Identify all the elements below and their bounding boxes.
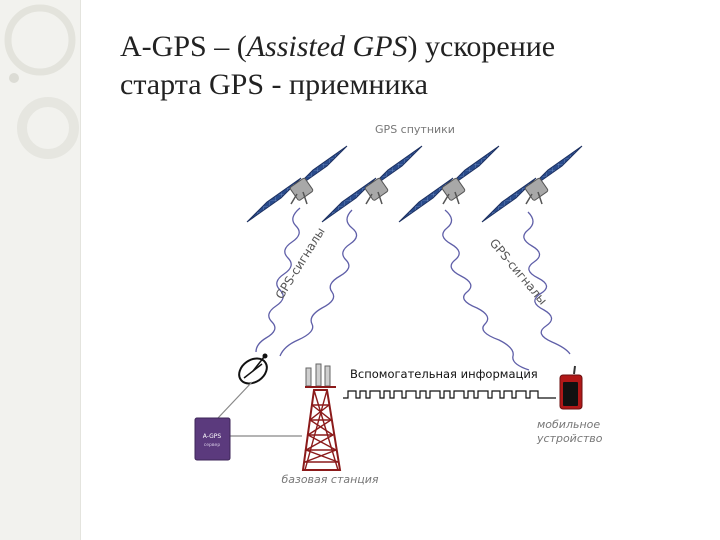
title-line-1: A-GPS – (Assisted GPS) ускорение (120, 28, 700, 66)
mobile-label-line1: мобильное (537, 418, 600, 431)
pulse-signal (343, 390, 556, 399)
server-label-line2: сервер (204, 443, 221, 448)
satellites-label: GPS спутники (375, 123, 455, 136)
base-station-label: базовая станция (281, 473, 378, 486)
satellite-icon (398, 145, 500, 223)
decorative-circles (4, 4, 79, 159)
base-station-tower-icon (301, 363, 342, 471)
gps-signal-wave (255, 207, 301, 353)
gps-signal-wave (523, 211, 571, 355)
satellite-dish-icon (238, 353, 268, 385)
gps-signal-wave (442, 209, 530, 371)
mobile-label-line2: устройство (536, 432, 603, 445)
title-prefix: A-GPS – ( (120, 30, 247, 63)
server-label-line1: A-GPS (203, 433, 222, 440)
dish-cable (217, 381, 253, 419)
agps-server-box: A-GPS сервер (194, 417, 231, 461)
mobile-phone-icon (559, 365, 583, 410)
gps-signals-left-label: GPS-сигналы (273, 225, 328, 302)
gps-signals-right-label: GPS-сигналы (487, 236, 550, 307)
title-suffix: ) ускорение (407, 30, 556, 63)
gps-signal-wave (279, 209, 358, 357)
title-line-2: старта GPS - приемника (120, 68, 428, 101)
satellite-icon (481, 145, 583, 223)
slide-title: A-GPS – (Assisted GPS) ускорение старта … (120, 28, 700, 104)
satellite-icon (321, 145, 423, 223)
title-italic: Assisted GPS (246, 30, 408, 63)
aux-info-label: Вспомогательная информация (350, 367, 538, 381)
slide-side-band (0, 0, 81, 540)
